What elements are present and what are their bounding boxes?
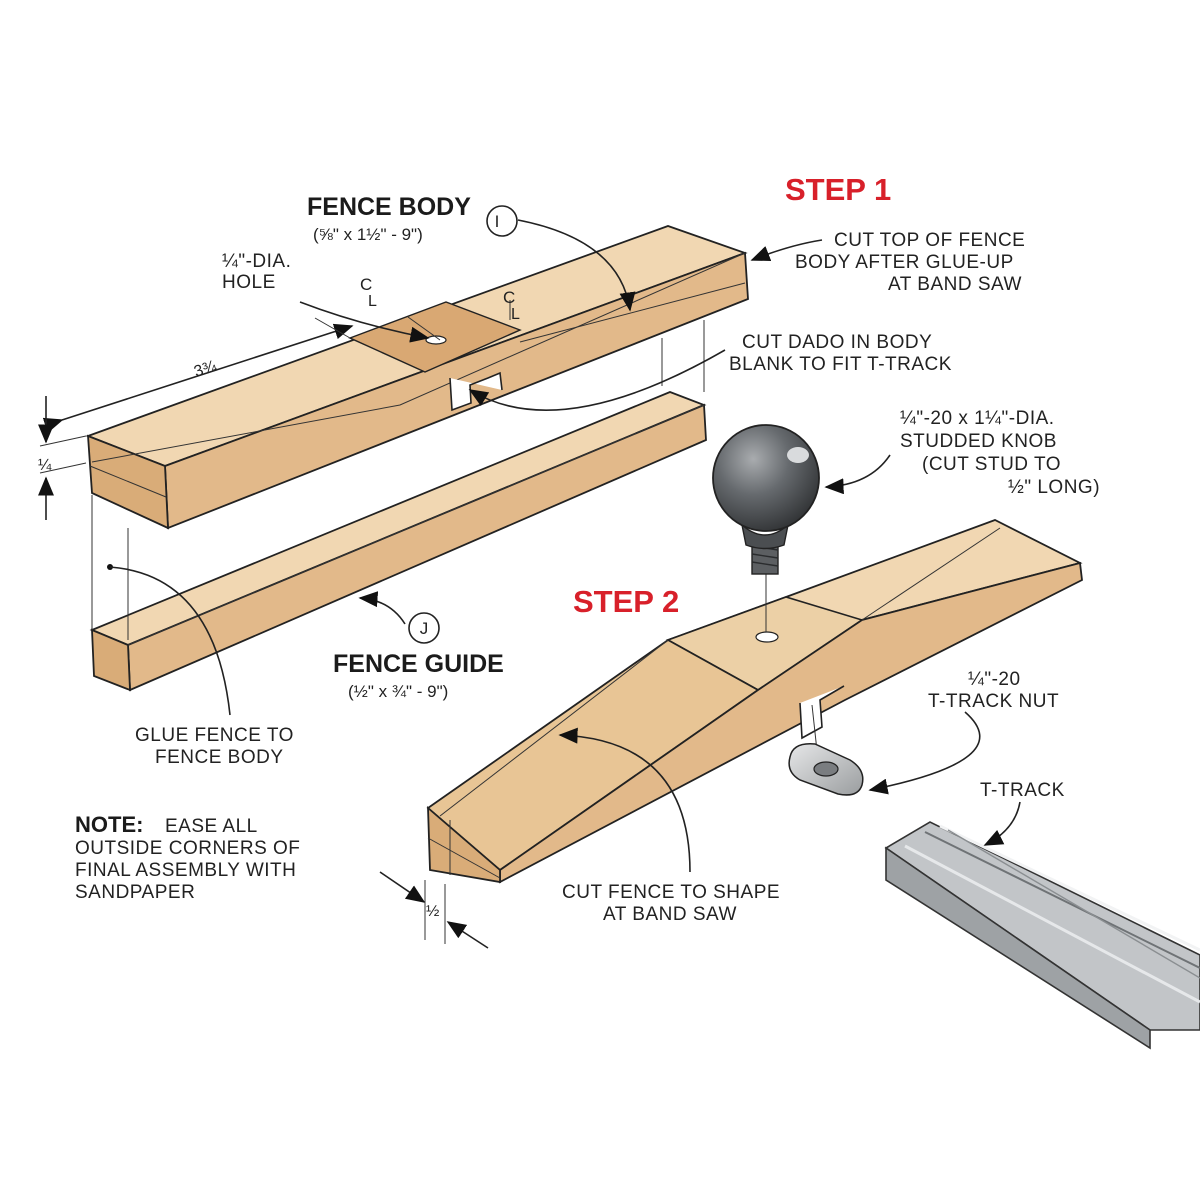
part-i-key: I	[495, 212, 500, 231]
cut-fence-label-2: AT BAND SAW	[603, 904, 737, 925]
fence-body-size: (⅝" x 1½" - 9")	[313, 225, 423, 244]
knob-label-3: (CUT STUD TO	[922, 454, 1061, 475]
nut-label-1: ¼"-20	[968, 669, 1021, 690]
knob-hole	[755, 631, 779, 643]
fence-guide-title: FENCE GUIDE	[333, 650, 504, 678]
centerline-mark-1-l: L	[368, 293, 377, 310]
note-line-3: FINAL ASSEMBLY WITH	[75, 860, 296, 881]
fence-body-title: FENCE BODY	[307, 193, 471, 221]
knob-label-2: STUDDED KNOB	[900, 431, 1057, 452]
t-track	[884, 821, 1200, 1050]
note-line-4: SANDPAPER	[75, 882, 195, 903]
assembled-fence-part	[426, 519, 1083, 884]
cut-top-label-3: AT BAND SAW	[888, 274, 1022, 295]
part-i-key-circle	[486, 205, 518, 237]
nut-label-2: T-TRACK NUT	[928, 691, 1059, 712]
hole-label-1: ¼"-DIA.	[222, 251, 291, 272]
centerline-mark-1: C	[360, 275, 372, 294]
knob-label-4: ½" LONG)	[1008, 477, 1100, 498]
glue-label-1: GLUE FENCE TO	[135, 725, 294, 746]
note-line-1: EASE ALL	[165, 816, 258, 837]
t-track-label: T-TRACK	[980, 780, 1065, 801]
step-2-label: STEP 2	[573, 584, 679, 619]
cut-dado-label-2: BLANK TO FIT T-TRACK	[729, 354, 952, 375]
knob-label-1: ¼"-20 x 1¼"-DIA.	[900, 408, 1055, 429]
note-heading: NOTE:	[75, 812, 143, 837]
fence-body-part	[85, 225, 749, 530]
centerline-mark-2: C	[503, 288, 515, 307]
part-j-key-circle	[408, 612, 440, 644]
dado-notch	[449, 371, 503, 412]
assembled-dado	[799, 685, 845, 740]
fence-guide-size: (½" x ¾" - 9")	[348, 682, 448, 701]
length-dimension: 3¾	[192, 358, 219, 381]
cut-top-label-2: BODY AFTER GLUE-UP	[795, 252, 1014, 273]
fence-guide-part	[89, 391, 707, 692]
note-line-2: OUTSIDE CORNERS OF	[75, 838, 300, 859]
offset-dimension: ½	[426, 903, 439, 920]
cut-top-label-1: CUT TOP OF FENCE	[834, 230, 1025, 251]
depth-dimension: ¼	[38, 457, 52, 474]
assembled-front	[499, 561, 1083, 884]
t-track-nut	[788, 704, 864, 796]
cut-dado-label-1: CUT DADO IN BODY	[742, 332, 932, 353]
centerline-mark-2-l: L	[511, 306, 520, 323]
fence-guide-end	[91, 628, 131, 692]
glue-label-2: FENCE BODY	[155, 747, 284, 768]
part-j-key: J	[420, 619, 429, 638]
cut-fence-label-1: CUT FENCE TO SHAPE	[562, 882, 780, 903]
hole-label-2: HOLE	[222, 272, 276, 293]
studded-knob	[712, 424, 820, 632]
step-1-label: STEP 1	[785, 172, 891, 207]
assembled-end	[427, 805, 501, 884]
